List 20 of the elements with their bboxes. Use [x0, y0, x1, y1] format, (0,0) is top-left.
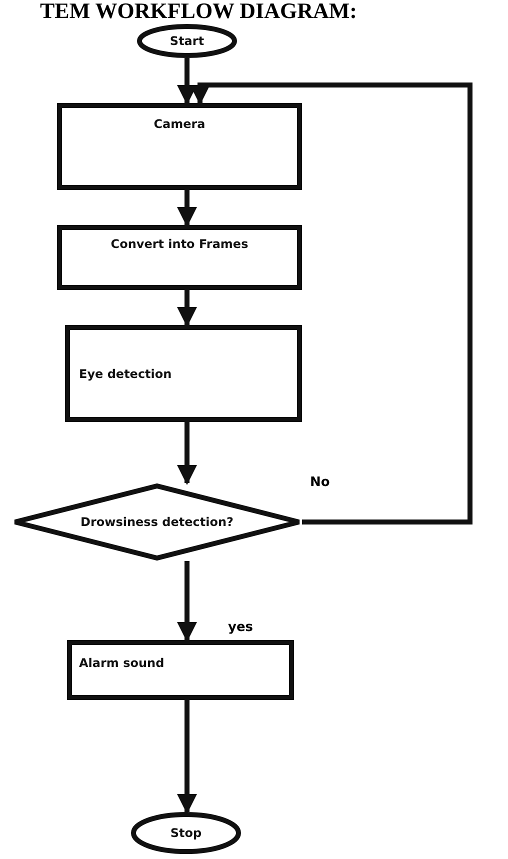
terminal-ellipse [131, 812, 241, 854]
process-box [67, 640, 294, 700]
process-box [57, 103, 302, 190]
diagram-title: TEM WORKFLOW DIAGRAM: [40, 0, 357, 22]
arrow [177, 700, 197, 814]
node-label: Camera [154, 117, 206, 131]
node-label: Stop [170, 826, 202, 840]
arrow [177, 190, 197, 227]
process-box [65, 325, 302, 422]
process-box [57, 225, 302, 290]
node-label: Eye detection [79, 366, 172, 380]
terminal-ellipse [137, 24, 237, 58]
node-label: Alarm sound [79, 656, 164, 670]
decision-diamond [12, 483, 302, 561]
node-label: Convert into Frames [110, 237, 248, 251]
node-label: Start [170, 34, 204, 48]
arrow [177, 290, 197, 327]
arrow [177, 422, 197, 485]
node-label: Drowsiness detection? [80, 515, 234, 529]
arrow [177, 561, 197, 642]
